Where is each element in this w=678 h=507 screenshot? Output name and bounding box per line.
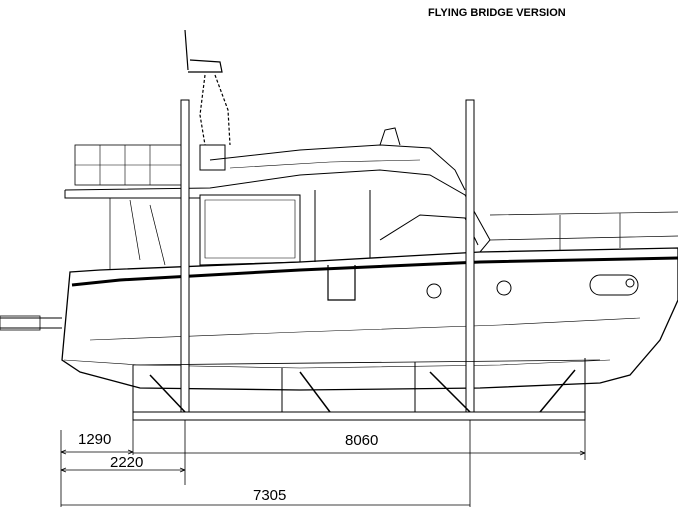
cabin-superstructure (64, 127, 678, 270)
dimension-8060: 8060 (345, 432, 378, 449)
boat-hull (0, 247, 678, 391)
cradle-frame (132, 358, 601, 421)
dimension-7305: 7305 (253, 487, 286, 504)
dimension-1290: 1290 (78, 431, 111, 448)
dimension-2220: 2220 (110, 454, 143, 471)
drawing-title: FLYING BRIDGE VERSION (428, 7, 566, 19)
dimension-lines (60, 420, 586, 507)
radar-mast (184, 29, 231, 146)
